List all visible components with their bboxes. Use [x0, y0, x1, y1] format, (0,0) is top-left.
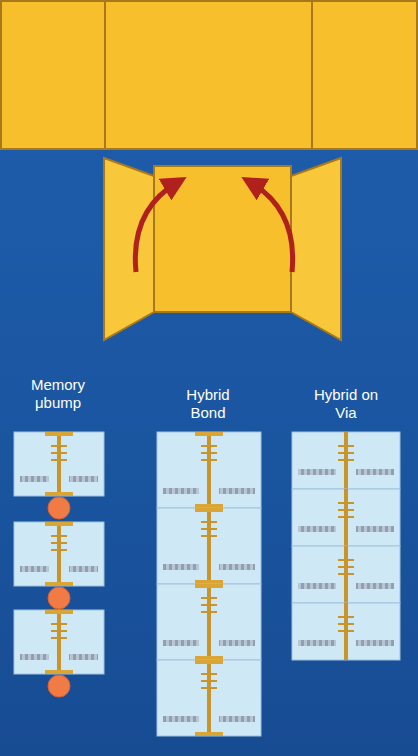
device-layer [69, 566, 98, 572]
die [292, 546, 400, 603]
tsv [207, 660, 211, 736]
metal-line [51, 452, 67, 454]
die [14, 522, 104, 586]
device-layer [163, 716, 199, 722]
metal-line [201, 604, 217, 606]
metal-line [201, 445, 217, 447]
metal-line [338, 452, 354, 454]
stack-label: Memory μbump [18, 376, 98, 412]
metal-line [338, 616, 354, 618]
die [157, 432, 261, 508]
metal-line [338, 445, 354, 447]
metal-line [201, 673, 217, 675]
die [14, 610, 104, 674]
metal-line [201, 680, 217, 682]
device-layer [69, 654, 98, 660]
microbump [48, 587, 70, 609]
metal-line [51, 637, 67, 639]
metal-line [338, 509, 354, 511]
tsv [57, 432, 61, 496]
device-layer [298, 640, 336, 646]
bond-pad [195, 504, 223, 508]
device-layer [298, 526, 336, 532]
device-layer [298, 583, 336, 589]
metal-line [201, 535, 217, 537]
metal-line [201, 521, 217, 523]
metal-line [51, 445, 67, 447]
bond-pad [45, 522, 73, 526]
metal-line [201, 597, 217, 599]
device-layer [163, 640, 199, 646]
metal-line [201, 528, 217, 530]
metal-line [51, 459, 67, 461]
metal-line [338, 566, 354, 568]
bond-pad [45, 670, 73, 674]
metal-line [201, 452, 217, 454]
tsv [207, 432, 211, 508]
bond-pad [195, 432, 223, 436]
metal-line [338, 573, 354, 575]
metal-line [201, 611, 217, 613]
device-layer [298, 469, 336, 475]
tsv [207, 584, 211, 660]
metal-line [51, 623, 67, 625]
flat-sheet [1, 1, 417, 149]
bond-pad [195, 508, 223, 512]
device-layer [356, 640, 394, 646]
bond-pad [195, 732, 223, 736]
die [157, 508, 261, 584]
metal-line [51, 549, 67, 551]
metal-line [51, 542, 67, 544]
bond-pad [195, 580, 223, 584]
metal-line [338, 623, 354, 625]
microbump [48, 675, 70, 697]
metal-line [201, 687, 217, 689]
metal-line [51, 535, 67, 537]
microbump [48, 497, 70, 519]
folded-sheet [104, 158, 341, 340]
bond-pad [45, 582, 73, 586]
die-stacks [14, 432, 400, 736]
device-layer [20, 654, 49, 660]
device-layer [219, 640, 255, 646]
metal-line [338, 502, 354, 504]
die [292, 489, 400, 546]
die [14, 432, 104, 496]
bond-pad [195, 660, 223, 664]
metal-line [338, 516, 354, 518]
device-layer [356, 526, 394, 532]
metal-line [338, 559, 354, 561]
bond-pad [45, 610, 73, 614]
bond-pad [45, 492, 73, 496]
bond-pad [195, 656, 223, 660]
device-layer [356, 469, 394, 475]
die [292, 603, 400, 660]
bond-pad [45, 432, 73, 436]
device-layer [69, 476, 98, 482]
stack-label: Hybrid Bond [173, 386, 243, 422]
die [157, 660, 261, 736]
tsv [57, 522, 61, 586]
tsv [57, 610, 61, 674]
metal-line [201, 459, 217, 461]
bond-pad [195, 584, 223, 588]
metal-line [338, 630, 354, 632]
device-layer [163, 564, 199, 570]
device-layer [219, 716, 255, 722]
stack-label: Hybrid on Via [311, 386, 381, 422]
tsv [207, 508, 211, 584]
device-layer [219, 564, 255, 570]
device-layer [20, 566, 49, 572]
device-layer [356, 583, 394, 589]
metal-line [51, 630, 67, 632]
metal-line [338, 459, 354, 461]
die [157, 584, 261, 660]
device-layer [20, 476, 49, 482]
device-layer [219, 488, 255, 494]
die [292, 432, 400, 489]
device-layer [163, 488, 199, 494]
